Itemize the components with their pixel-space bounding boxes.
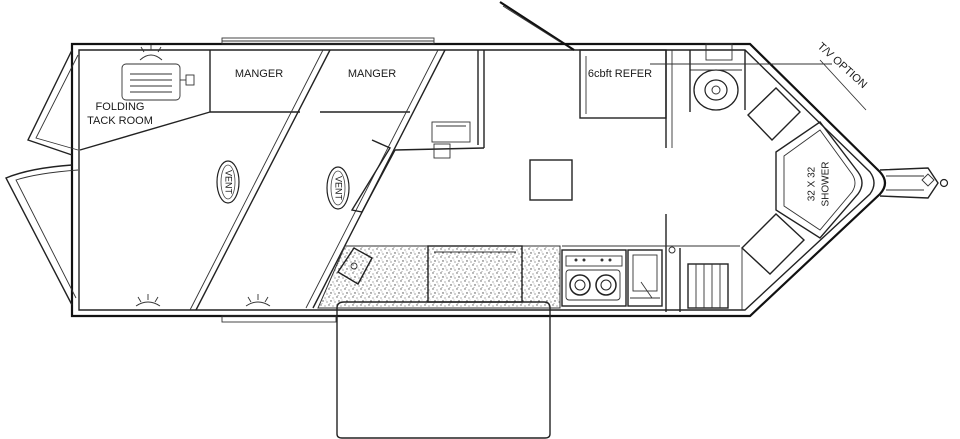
lq-divider-door [350, 50, 485, 213]
tack-room [79, 63, 211, 151]
stove [561, 249, 627, 307]
corner-cabinet [740, 213, 806, 310]
kitchen-sink [627, 249, 663, 307]
manger-label-1: MANGER [235, 68, 283, 80]
tack-room-label-line2: TACK ROOM [87, 115, 153, 127]
light-icon [245, 294, 271, 307]
sofa-bumpout [336, 301, 551, 439]
vent-label: VENT [334, 176, 344, 201]
tv-option: T/V OPTION [650, 40, 869, 111]
vent-2: VENT [326, 166, 350, 210]
galley-counter [317, 245, 561, 309]
shower-label-size: 32 X 32 [807, 166, 818, 201]
refrigerator-label: 6cbft REFER [588, 68, 652, 80]
shower: 32 X 32 SHOWER [775, 121, 863, 239]
vent-1: VENT [216, 160, 240, 204]
vent-label: VENT [224, 170, 234, 195]
horse-stall-dividers [189, 49, 446, 311]
trailer-outline [5, 37, 887, 323]
light-fixtures [135, 45, 271, 307]
manger-label-2: MANGER [348, 68, 396, 80]
refrigerator [579, 49, 673, 148]
entry-steps [562, 214, 740, 312]
bathroom-walls [689, 50, 801, 142]
hitch [879, 167, 949, 199]
toilet [690, 43, 742, 111]
shower-label: SHOWER [821, 162, 832, 207]
tack-room-label-line1: FOLDING [96, 101, 145, 113]
wall-cabinet [431, 121, 471, 159]
lq-entry-door [499, 1, 575, 51]
table [529, 159, 573, 201]
light-icon [135, 294, 161, 307]
light-icon [139, 45, 163, 61]
